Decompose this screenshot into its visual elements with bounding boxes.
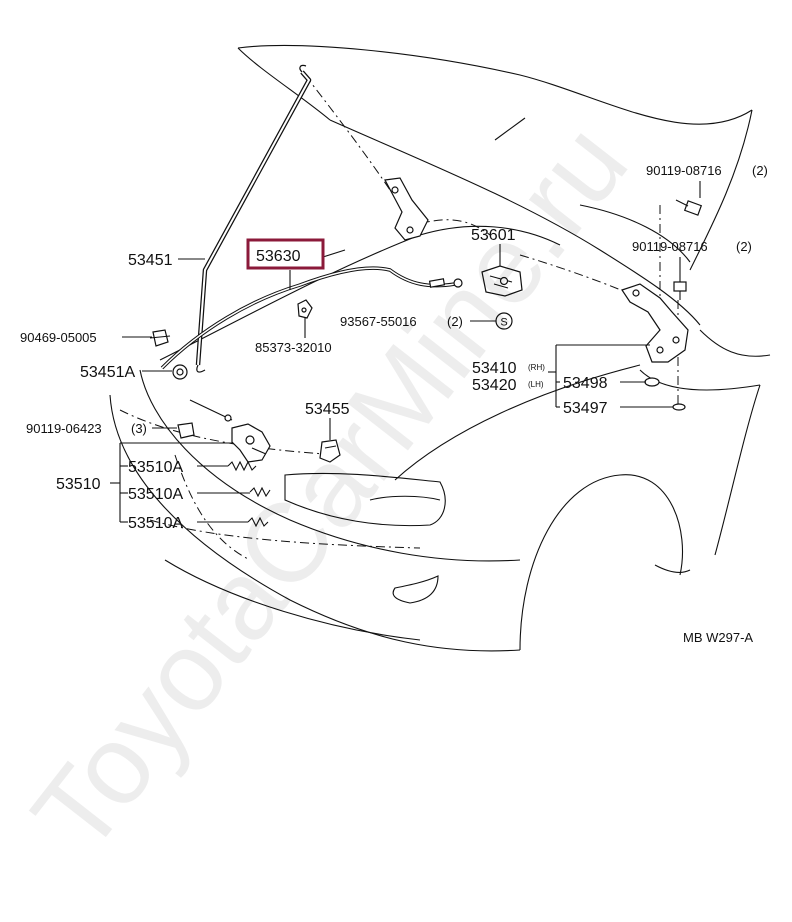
- label-53451[interactable]: 53451: [128, 252, 173, 269]
- hood-release-cable: [160, 266, 463, 370]
- hinge-bolt-b: [673, 281, 687, 300]
- label-53510A-2[interactable]: 53510A: [128, 486, 183, 503]
- hood-crease: [494, 117, 526, 141]
- highlight-box: [246, 238, 325, 270]
- label-85373-32010[interactable]: 85373-32010: [255, 340, 332, 355]
- label-90119-08716-b[interactable]: 90119-08716: [632, 239, 708, 254]
- label-53497[interactable]: 53497: [563, 400, 608, 417]
- label-90119-08716-a[interactable]: 90119-08716: [646, 163, 722, 178]
- hood-right-edge: [689, 109, 753, 271]
- qty-90119-08716-b: (2): [736, 239, 752, 254]
- bumper-outline: [109, 394, 521, 652]
- hood-hinge-edge: [579, 204, 691, 263]
- label-53630[interactable]: 53630: [256, 248, 301, 265]
- figure-code: MB W297-A: [683, 630, 753, 645]
- label-53498[interactable]: 53498: [563, 375, 608, 392]
- latch-bolt-part: [177, 399, 233, 439]
- cable-clip: [297, 299, 313, 319]
- hood-hinge: [621, 283, 689, 363]
- support-dashed-2: [149, 519, 421, 549]
- windshield-base: [699, 329, 771, 357]
- hood-lock-assembly: [481, 265, 523, 297]
- latch-springs: [227, 460, 271, 528]
- wheel-arch: [519, 474, 684, 651]
- headlamp-outline: [284, 472, 446, 527]
- hood-top-edge: [237, 45, 753, 125]
- support-dashed-1: [119, 409, 341, 456]
- a-pillar-line: [714, 384, 761, 556]
- qty-93567-55016: (2): [447, 314, 463, 329]
- label-93567-55016[interactable]: 93567-55016: [340, 314, 417, 329]
- washer-53497: [672, 403, 686, 411]
- cowl-line: [159, 225, 561, 361]
- label-53510A-3[interactable]: 53510A: [128, 515, 183, 532]
- latch-dash: [174, 454, 251, 561]
- hinge-bolt-a: [675, 199, 703, 216]
- s-symbol-text: S: [500, 317, 507, 329]
- side-53420: (LH): [528, 380, 544, 389]
- wheel-arch-lip: [654, 564, 691, 574]
- bumper-lower: [164, 559, 421, 641]
- part-labels: 53630 53451 90469-05005 53451A 90119-064…: [20, 163, 768, 645]
- hood-lock-latch: [231, 423, 271, 463]
- hood-inner-edge: [329, 119, 701, 326]
- lock-bracket: [319, 439, 341, 463]
- label-53410[interactable]: 53410: [472, 360, 517, 377]
- fog-lamp-outline: [392, 575, 439, 604]
- grille-line: [139, 369, 521, 562]
- fender-top: [639, 369, 761, 391]
- hood-lock-dash: [414, 219, 491, 236]
- label-53510A-1[interactable]: 53510A: [128, 459, 183, 476]
- watermark-text: ToyotaCarMine.ru: [8, 101, 651, 874]
- washer-53498: [644, 377, 660, 387]
- fender-crease: [394, 364, 641, 481]
- label-90119-06423[interactable]: 90119-06423: [26, 421, 102, 436]
- rod-holder: [172, 364, 188, 380]
- qty-90119-08716-a: (2): [752, 163, 768, 178]
- rod-to-hood-dash: [304, 74, 391, 191]
- hood-lock-striker: [384, 177, 429, 241]
- label-90469-05005[interactable]: 90469-05005: [20, 330, 97, 345]
- grommet-part: [149, 329, 171, 347]
- hood-support-rod: [195, 64, 312, 373]
- label-53420[interactable]: 53420: [472, 377, 517, 394]
- label-53601[interactable]: 53601: [471, 227, 516, 244]
- leader-lines: [110, 181, 701, 523]
- label-53455[interactable]: 53455: [305, 401, 350, 418]
- car-body-outline: [109, 45, 771, 652]
- hood-left-edge: [237, 47, 331, 121]
- qty-90119-06423: (3): [131, 421, 147, 436]
- side-53410: (RH): [528, 363, 545, 372]
- label-53451A[interactable]: 53451A: [80, 364, 135, 381]
- headlamp-detail: [369, 495, 441, 501]
- label-53510[interactable]: 53510: [56, 476, 101, 493]
